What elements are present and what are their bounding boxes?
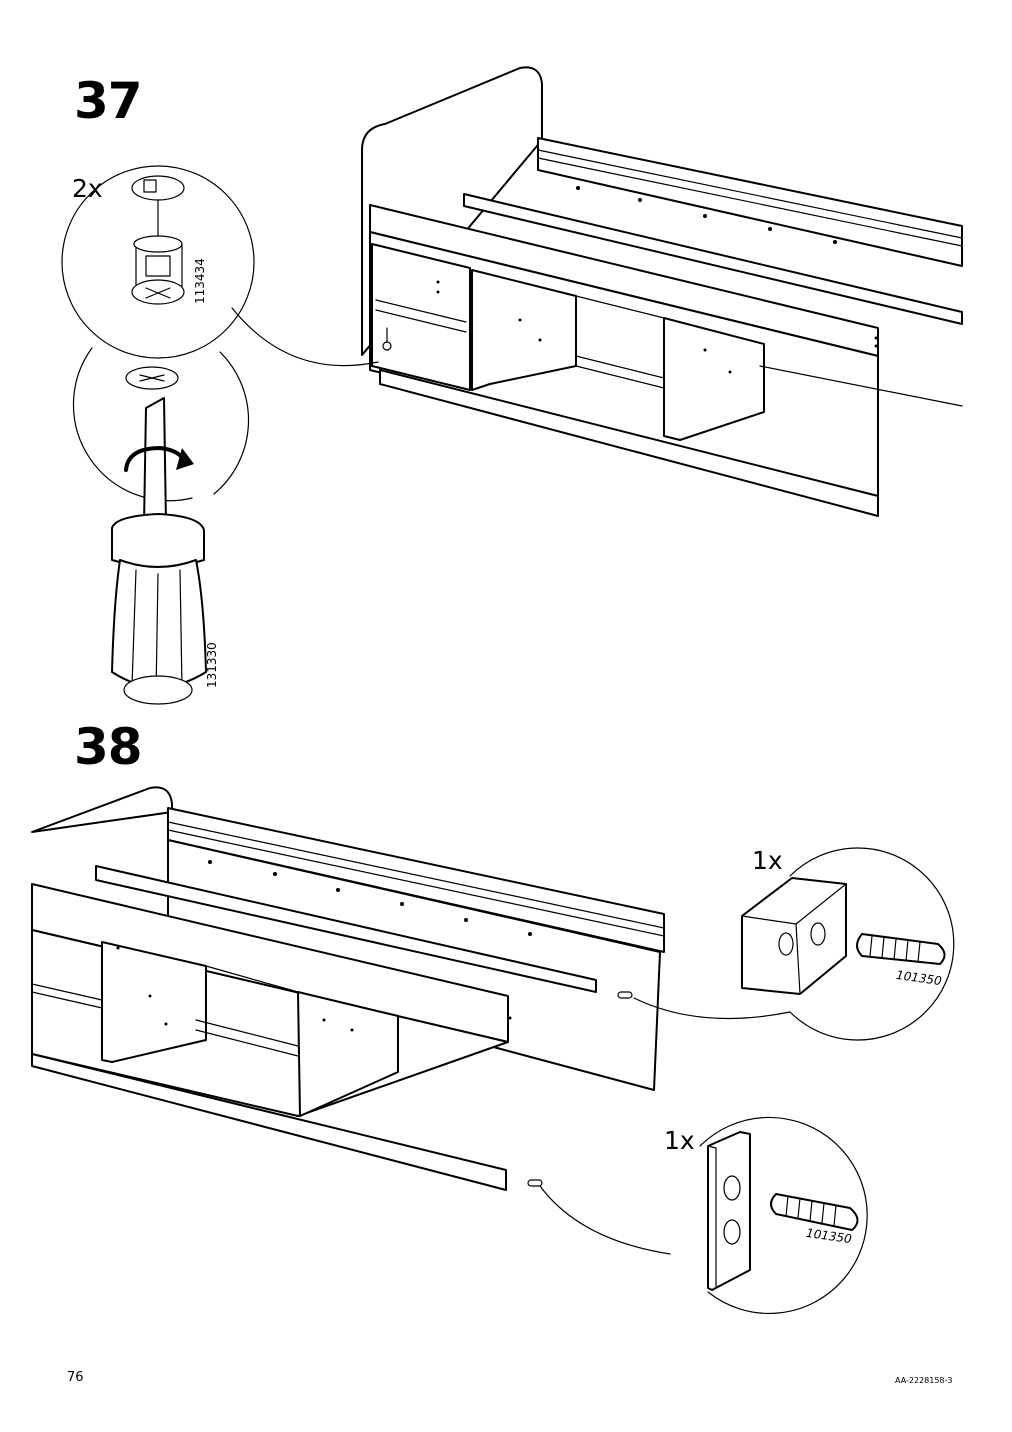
step-38-quantity-1x-top: 1x [752, 846, 783, 875]
step-37-leader-line [231, 307, 379, 367]
part-number-113434: 113434 [193, 258, 207, 304]
step-38-leader-line-2 [539, 1185, 671, 1255]
screwdriver-icon [72, 347, 250, 705]
step-37-number: 37 [74, 72, 143, 130]
step-38-bed-frame [31, 786, 665, 1191]
cam-lock-fitting-icon [61, 165, 255, 359]
step-38-quantity-1x-bottom: 1x [664, 1126, 695, 1155]
document-code: AA-2228158-3 [895, 1376, 953, 1385]
step-38-leader-line-1 [633, 997, 791, 1020]
wooden-dowel-icon-2 [699, 1116, 868, 1315]
rotate-clockwise-arrow-icon [124, 446, 194, 472]
step-37-quantity-2x: 2x [72, 174, 103, 203]
step-38-number: 38 [74, 718, 143, 776]
wooden-dowel-icon [741, 847, 955, 1041]
step-37-bed-frame [361, 66, 963, 517]
page-number: 76 [67, 1370, 84, 1385]
part-number-131330: 131330 [205, 642, 219, 688]
